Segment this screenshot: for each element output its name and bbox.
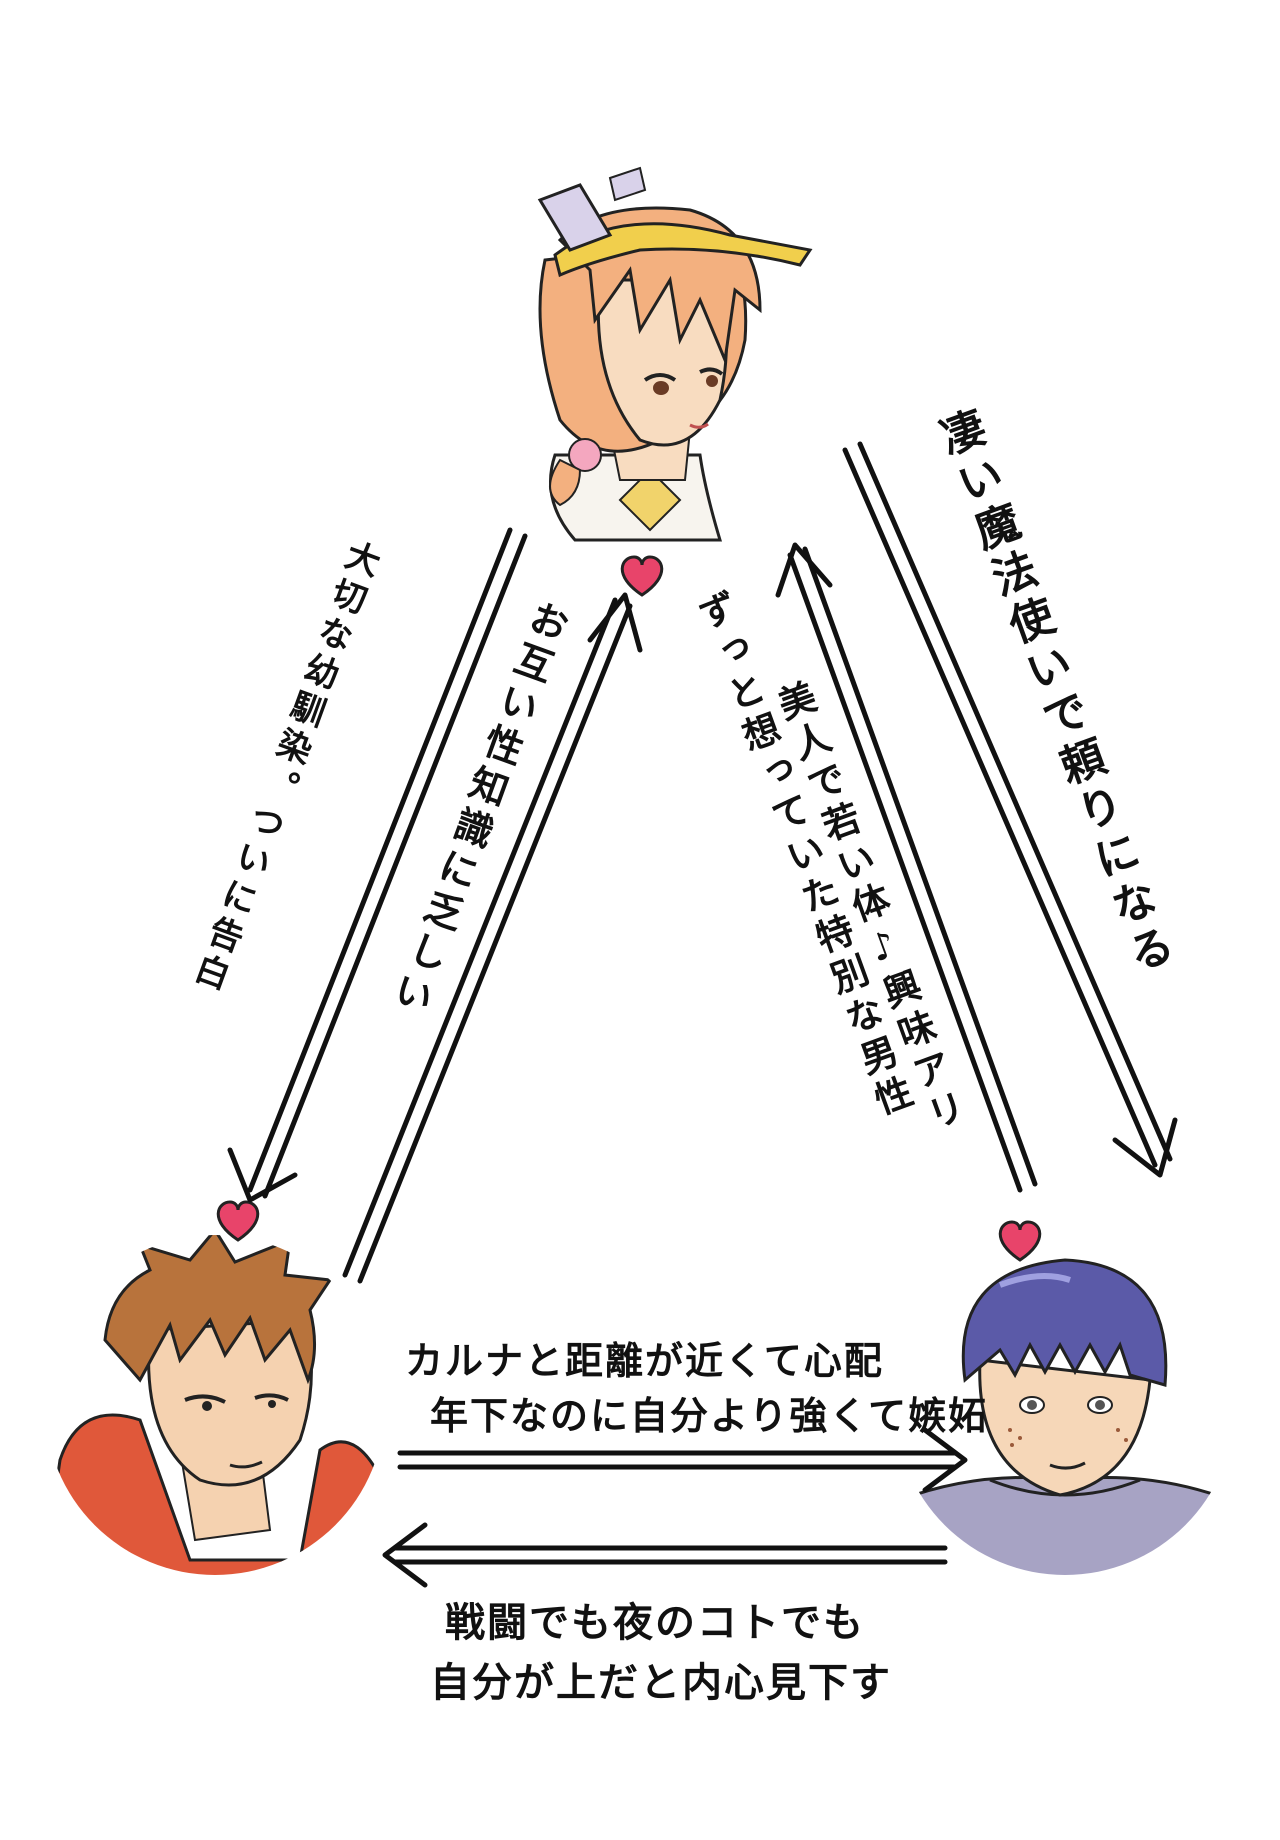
girl-portrait bbox=[537, 166, 813, 542]
arrow-girl-to-boy-b bbox=[842, 441, 1178, 1178]
label-a-to-b-line1: カルナと距離が近くて心配 bbox=[405, 1339, 884, 1383]
arrow-boy-b-to-boy-a bbox=[382, 1522, 948, 1588]
arrow-boy-b-to-girl bbox=[775, 542, 1038, 1193]
arrow-girl-to-boy-a bbox=[227, 527, 528, 1203]
heart-icon bbox=[216, 1200, 260, 1242]
label-b-to-a-line1: 戦闘でも夜のコトでも bbox=[445, 1600, 865, 1646]
heart-icon bbox=[998, 1220, 1042, 1262]
heart-icon bbox=[620, 555, 664, 597]
boy-a-portrait bbox=[45, 1235, 385, 1575]
label-a-to-b-line2: 年下なのに自分より強くて嫉妬 bbox=[430, 1394, 989, 1438]
arrow-boy-a-to-girl bbox=[342, 592, 643, 1284]
arrow-boy-a-to-boy-b bbox=[397, 1427, 968, 1493]
label-b-to-a-line2: 自分が上だと内心見下す bbox=[430, 1660, 892, 1706]
boy-b-portrait bbox=[895, 1235, 1235, 1575]
